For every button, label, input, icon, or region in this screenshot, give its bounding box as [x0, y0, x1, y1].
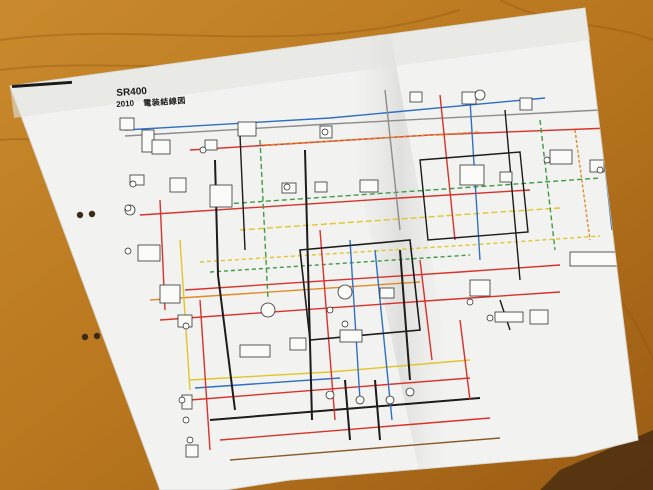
- binder-hole: [81, 333, 89, 341]
- binder-hole: [93, 332, 101, 340]
- binder-hole: [76, 211, 84, 219]
- binder-hole: [88, 210, 96, 218]
- paper-top-shadow: [10, 8, 590, 118]
- title-rule: [11, 80, 73, 88]
- callout-markers: [124, 128, 604, 444]
- diagram-components: [119, 89, 631, 458]
- diagram-year-label: 2010: [116, 98, 135, 109]
- table-shadow: [540, 430, 653, 490]
